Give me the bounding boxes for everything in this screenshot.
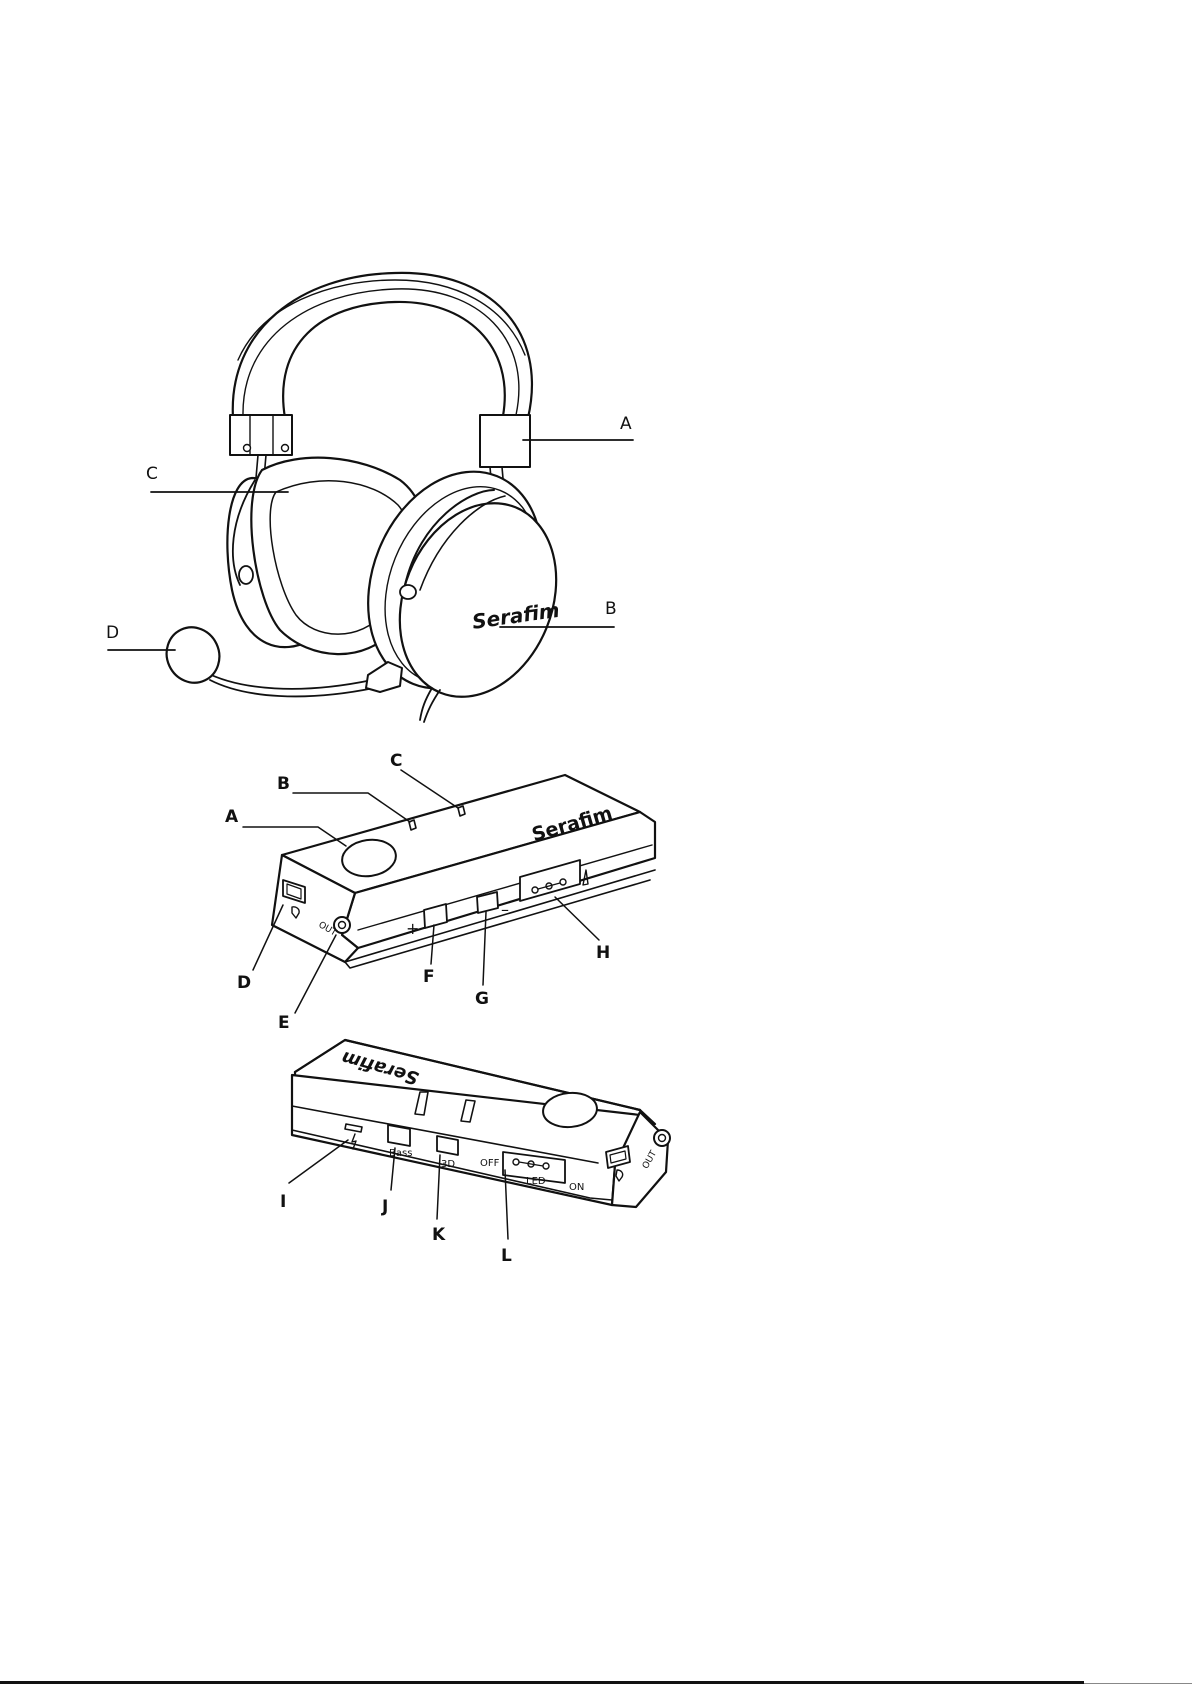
front-label-d: D — [237, 973, 251, 993]
front-label-a: A — [225, 807, 239, 827]
headset-illustration: Serafim A B C D — [106, 273, 633, 722]
headset-label-a: A — [620, 414, 632, 434]
back-bass-button — [388, 1125, 410, 1146]
page-bottom-rule-tail — [1084, 1683, 1192, 1684]
back-3d-text: 3D — [441, 1159, 455, 1170]
front-label-b: B — [277, 774, 290, 794]
headset-cable — [420, 688, 440, 722]
front-leader-g — [483, 912, 486, 985]
back-box-front-face — [292, 1075, 640, 1205]
back-led-text: LED — [526, 1176, 546, 1187]
headset-label-d: D — [106, 623, 119, 643]
back-off-text: OFF — [480, 1158, 500, 1169]
back-on-text: ON — [569, 1182, 584, 1193]
right-slider — [480, 415, 530, 467]
headset-label-b: B — [605, 599, 617, 619]
back-headphone-jack — [654, 1130, 670, 1146]
headset-label-c: C — [146, 464, 158, 484]
page-bottom-rule — [0, 1681, 1084, 1684]
control-box-back: Serafim Bass 3D OFF LED ON OUT I J K — [280, 1040, 670, 1266]
microphone-boom — [205, 672, 374, 696]
control-box-front: Serafim OUT + – A B C D E F — [225, 751, 655, 1033]
headband — [233, 273, 532, 418]
front-label-e: E — [278, 1013, 290, 1033]
microphone-head — [158, 619, 229, 692]
back-label-l: L — [501, 1246, 512, 1266]
front-leader-h — [555, 897, 599, 940]
back-label-i: I — [280, 1192, 286, 1212]
back-3d-button — [437, 1136, 458, 1155]
front-label-g: G — [475, 989, 489, 1009]
front-label-c: C — [390, 751, 402, 771]
back-leader-i — [289, 1140, 348, 1183]
back-label-k: K — [432, 1225, 446, 1245]
back-label-j: J — [381, 1197, 388, 1217]
front-leader-b — [293, 793, 410, 822]
front-minus-sign: – — [501, 900, 509, 919]
front-plus-sign: + — [406, 919, 419, 938]
front-leader-c — [401, 770, 458, 808]
back-bass-text: Bass — [389, 1148, 412, 1159]
front-label-h: H — [596, 943, 610, 963]
front-label-f: F — [423, 967, 435, 987]
front-leader-d — [253, 905, 283, 970]
